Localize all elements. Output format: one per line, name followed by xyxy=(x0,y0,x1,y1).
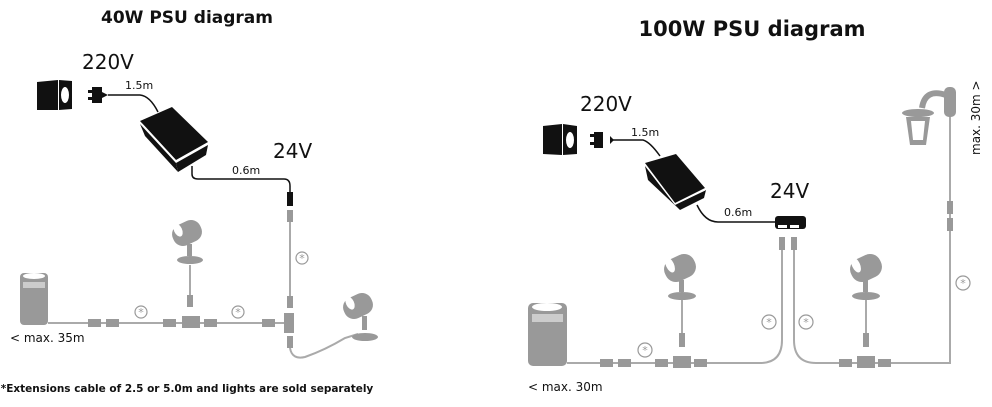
psu-icon xyxy=(140,107,208,172)
max-length-left-label: < max. 30m xyxy=(528,380,603,394)
asterisk-marker: * xyxy=(134,305,148,319)
extension-cables xyxy=(48,210,359,359)
asterisk-marker: * xyxy=(637,342,653,358)
wall-lantern-icon xyxy=(902,87,956,145)
svg-text:*: * xyxy=(803,316,809,329)
wall-socket-icon xyxy=(543,124,577,155)
spotlight-icon xyxy=(664,253,696,300)
svg-text:*: * xyxy=(642,344,648,357)
dc-connector xyxy=(287,192,293,206)
bollard-light-icon xyxy=(20,273,48,325)
max-length-label: < max. 35m xyxy=(10,331,85,345)
wall-socket-icon xyxy=(37,80,72,110)
extension-cables xyxy=(567,90,953,368)
dc-cable xyxy=(191,166,291,192)
svg-text:*: * xyxy=(235,306,241,319)
mains-cable xyxy=(612,139,661,157)
cable-out-length: 0.6m xyxy=(724,206,752,219)
svg-text:*: * xyxy=(766,316,772,329)
svg-text:*: * xyxy=(299,252,305,265)
dc-cable xyxy=(696,204,775,223)
spotlight-icon xyxy=(172,219,203,264)
spotlight-icon xyxy=(850,253,882,300)
svg-text:*: * xyxy=(138,306,144,319)
spotlight-icon xyxy=(343,292,378,341)
title-100w: 100W PSU diagram xyxy=(638,17,865,41)
plug-icon xyxy=(88,87,108,103)
cable-out-length: 0.6m xyxy=(232,164,260,177)
asterisk-marker: * xyxy=(295,251,309,265)
output-voltage-label: 24V xyxy=(273,139,312,163)
output-voltage-label: 24V xyxy=(770,179,809,203)
asterisk-marker: * xyxy=(761,314,777,330)
asterisk-marker: * xyxy=(798,314,814,330)
asterisk-marker: * xyxy=(231,305,245,319)
diagram-40w: 40W PSU diagram 220V 24V 1.5m 0.6m < max… xyxy=(1,8,378,395)
footnote: *Extensions cable of 2.5 or 5.0m and lig… xyxy=(1,383,374,395)
max-length-right-label: max. 30m > xyxy=(969,80,983,155)
asterisk-marker: * xyxy=(955,275,971,291)
diagram-100w: 100W PSU diagram 220V 24V 1.5m 0.6m < ma… xyxy=(528,17,983,394)
splitter-icon xyxy=(775,216,806,229)
input-voltage-label: 220V xyxy=(580,92,632,116)
bollard-light-icon xyxy=(528,303,567,366)
mains-cable xyxy=(108,94,159,113)
input-voltage-label: 220V xyxy=(82,50,134,74)
svg-text:*: * xyxy=(960,277,966,290)
title-40w: 40W PSU diagram xyxy=(101,8,273,28)
psu-icon xyxy=(645,154,706,210)
cable-in-length: 1.5m xyxy=(631,126,659,139)
cable-in-length: 1.5m xyxy=(125,79,153,92)
plug-icon xyxy=(590,132,614,148)
